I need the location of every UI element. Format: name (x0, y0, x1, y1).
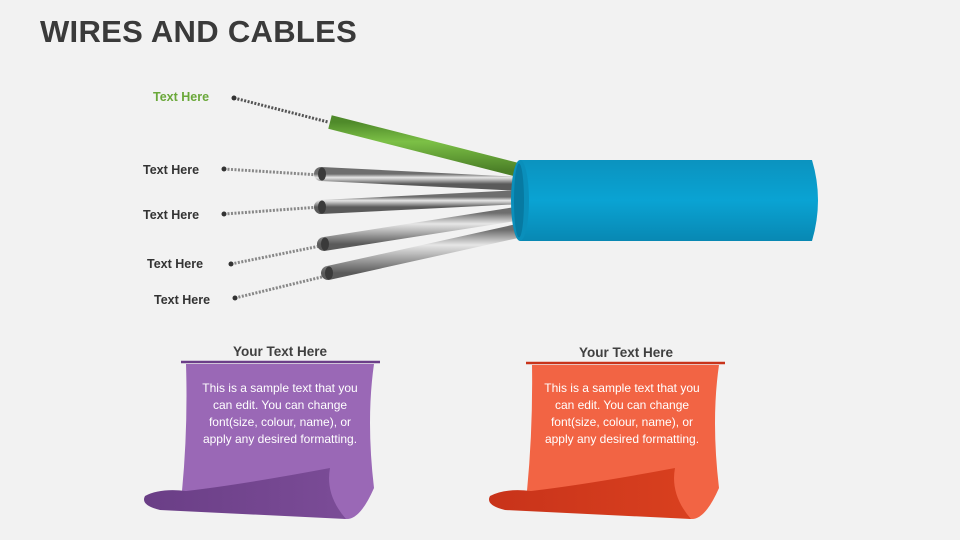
silver-wire-1 (314, 167, 529, 191)
orange-scroll (489, 361, 725, 520)
silver-wire-4 (321, 223, 529, 280)
green-wire (328, 115, 524, 178)
wire-label-green: Text Here (153, 90, 210, 104)
cable-jacket (511, 160, 818, 241)
card-body-purple: This is a sample text that you can edit.… (202, 381, 358, 446)
wire-label-4: Text Here (154, 293, 211, 307)
silver-wire-3 (317, 206, 529, 251)
bare-strands (221, 95, 331, 301)
wire-label-1: Text Here (143, 163, 200, 177)
card-body-orange: This is a sample text that you can edit.… (544, 381, 700, 446)
insulated-wires (314, 115, 529, 280)
card-heading-purple: Your Text Here (232, 344, 328, 359)
silver-wire-2 (314, 190, 529, 214)
wire-label-2: Text Here (143, 208, 200, 222)
purple-scroll (144, 360, 380, 520)
card-heading-orange: Your Text Here (578, 345, 674, 360)
slide-title: WIRES AND CABLES (40, 14, 358, 49)
wire-label-3: Text Here (147, 257, 204, 271)
